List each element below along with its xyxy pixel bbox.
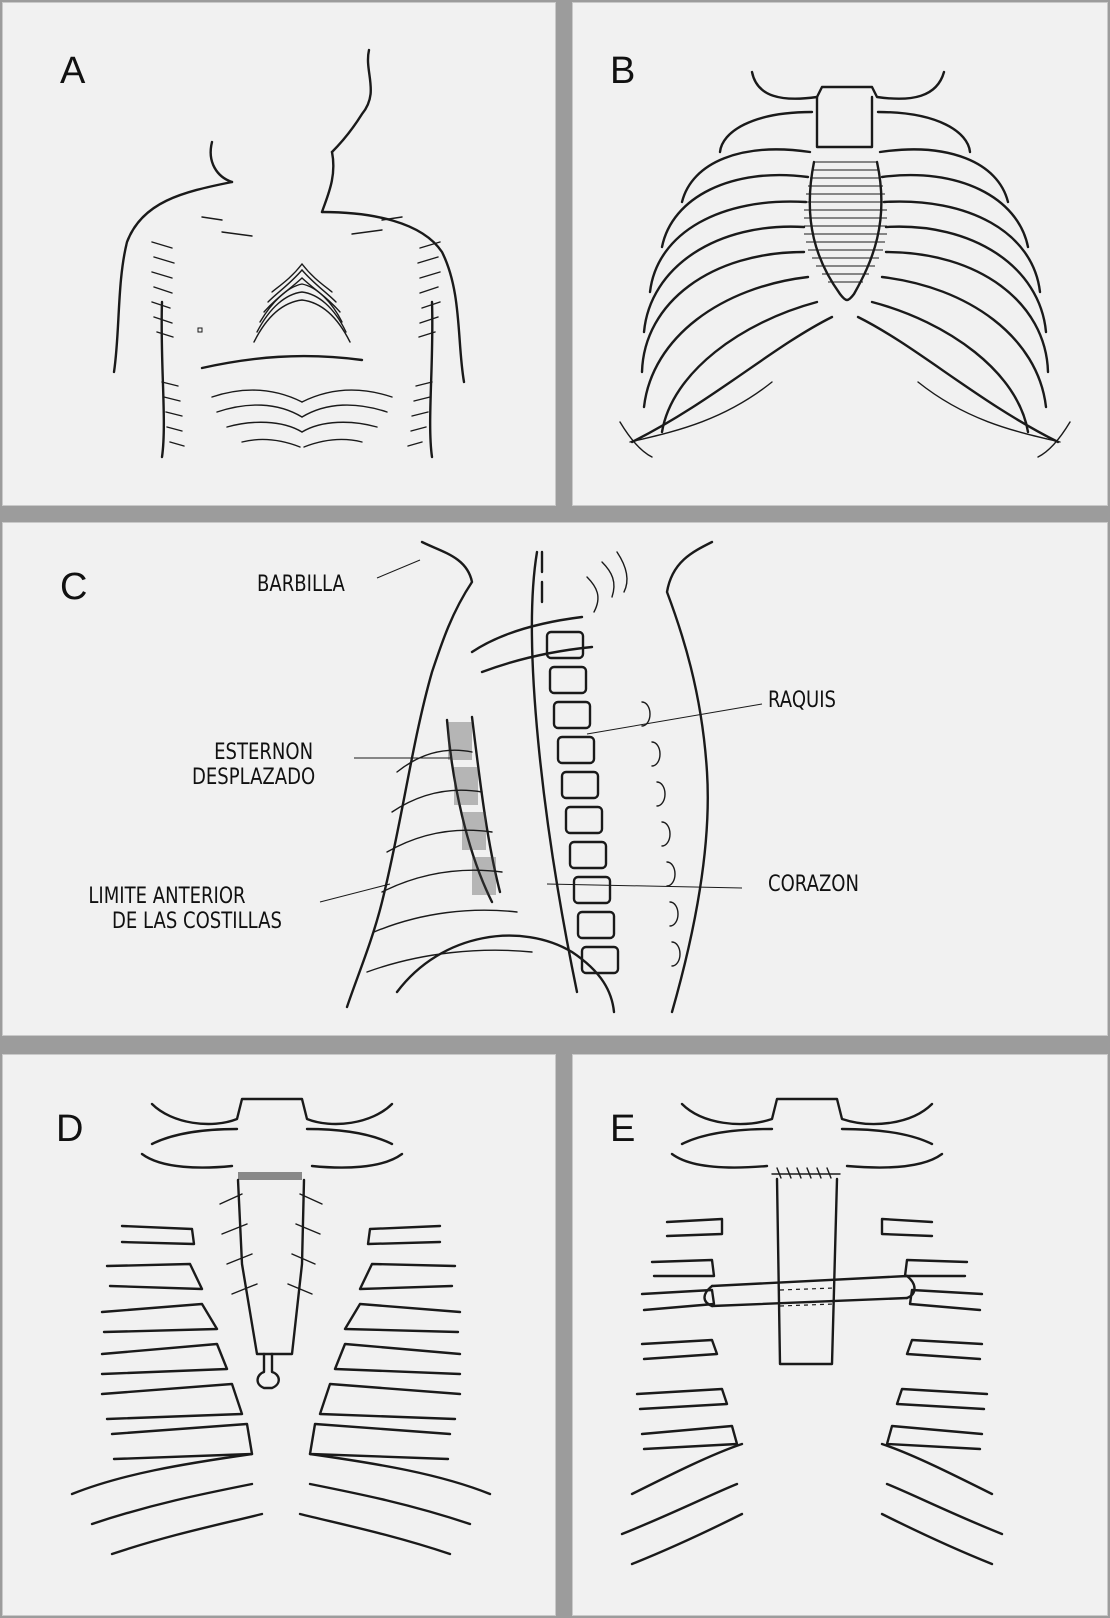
panel-d: D (2, 1054, 556, 1616)
label-esternon-line1: ESTERNON (202, 740, 325, 765)
child-chest-illustration (2, 2, 556, 506)
rib-cage-illustration (572, 2, 1108, 506)
left-ribs-e (622, 1219, 742, 1564)
label-raquis: RAQUIS (768, 688, 836, 713)
spine-vertebrae (542, 552, 618, 973)
left-rib-stubs (72, 1226, 262, 1554)
right-ribs-e (882, 1219, 1002, 1564)
lateral-thorax-illustration (2, 522, 1108, 1036)
label-esternon: ESTERNON DESPLAZADO (192, 740, 342, 791)
panel-b: B (572, 2, 1108, 506)
right-rib-stubs (300, 1226, 490, 1554)
left-ribs (632, 112, 832, 442)
label-corazon: CORAZON (768, 872, 859, 897)
label-limite: LIMITE ANTERIOR DE LAS COSTILLAS (82, 884, 289, 935)
panel-e: E (572, 1054, 1108, 1616)
label-esternon-line2: DESPLAZADO (192, 765, 315, 790)
panel-a: A (2, 2, 556, 506)
chest-depression-shading (152, 217, 440, 447)
label-barbilla: BARBILLA (257, 572, 345, 597)
rib-resection-illustration (2, 1054, 556, 1616)
sternum-hatching (804, 162, 887, 282)
suture-marks (772, 1168, 840, 1178)
label-limite-line1: LIMITE ANTERIOR (82, 884, 252, 909)
label-limite-line2: DE LAS COSTILLAS (112, 909, 282, 934)
panel-c: C (2, 522, 1108, 1036)
sternum-stipple (448, 722, 496, 895)
right-ribs (858, 112, 1058, 442)
sternum-fixation-illustration (572, 1054, 1108, 1616)
